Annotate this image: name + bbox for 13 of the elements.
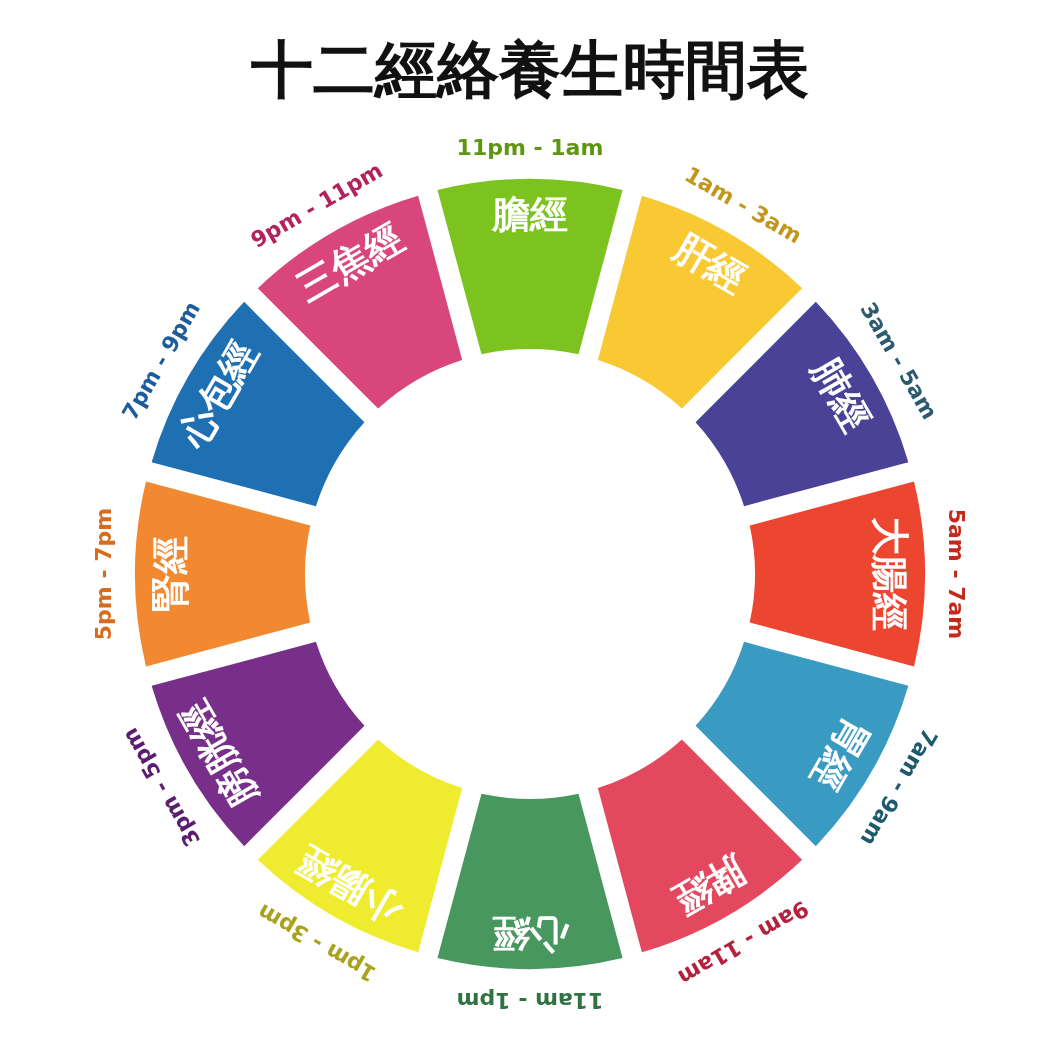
time-label: 11pm - 1am (456, 137, 604, 159)
meridian-name: 膽經 (492, 192, 568, 236)
time-label: 5pm - 7pm (93, 507, 115, 641)
time-label: 5am - 7am (945, 508, 967, 640)
title: 十二經絡養生時間表 (250, 32, 810, 108)
meridian-name: 心經 (492, 912, 568, 956)
time-label: 11am - 1pm (456, 989, 604, 1011)
meridian-name: 胃經 (803, 710, 880, 798)
meridian-name: 肺經 (803, 350, 880, 438)
meridian-name: 腎經 (148, 536, 192, 612)
meridian-name: 肝經 (666, 224, 754, 301)
meridian-name: 大腸經 (868, 517, 912, 631)
meridian-name: 脾經 (666, 847, 754, 924)
